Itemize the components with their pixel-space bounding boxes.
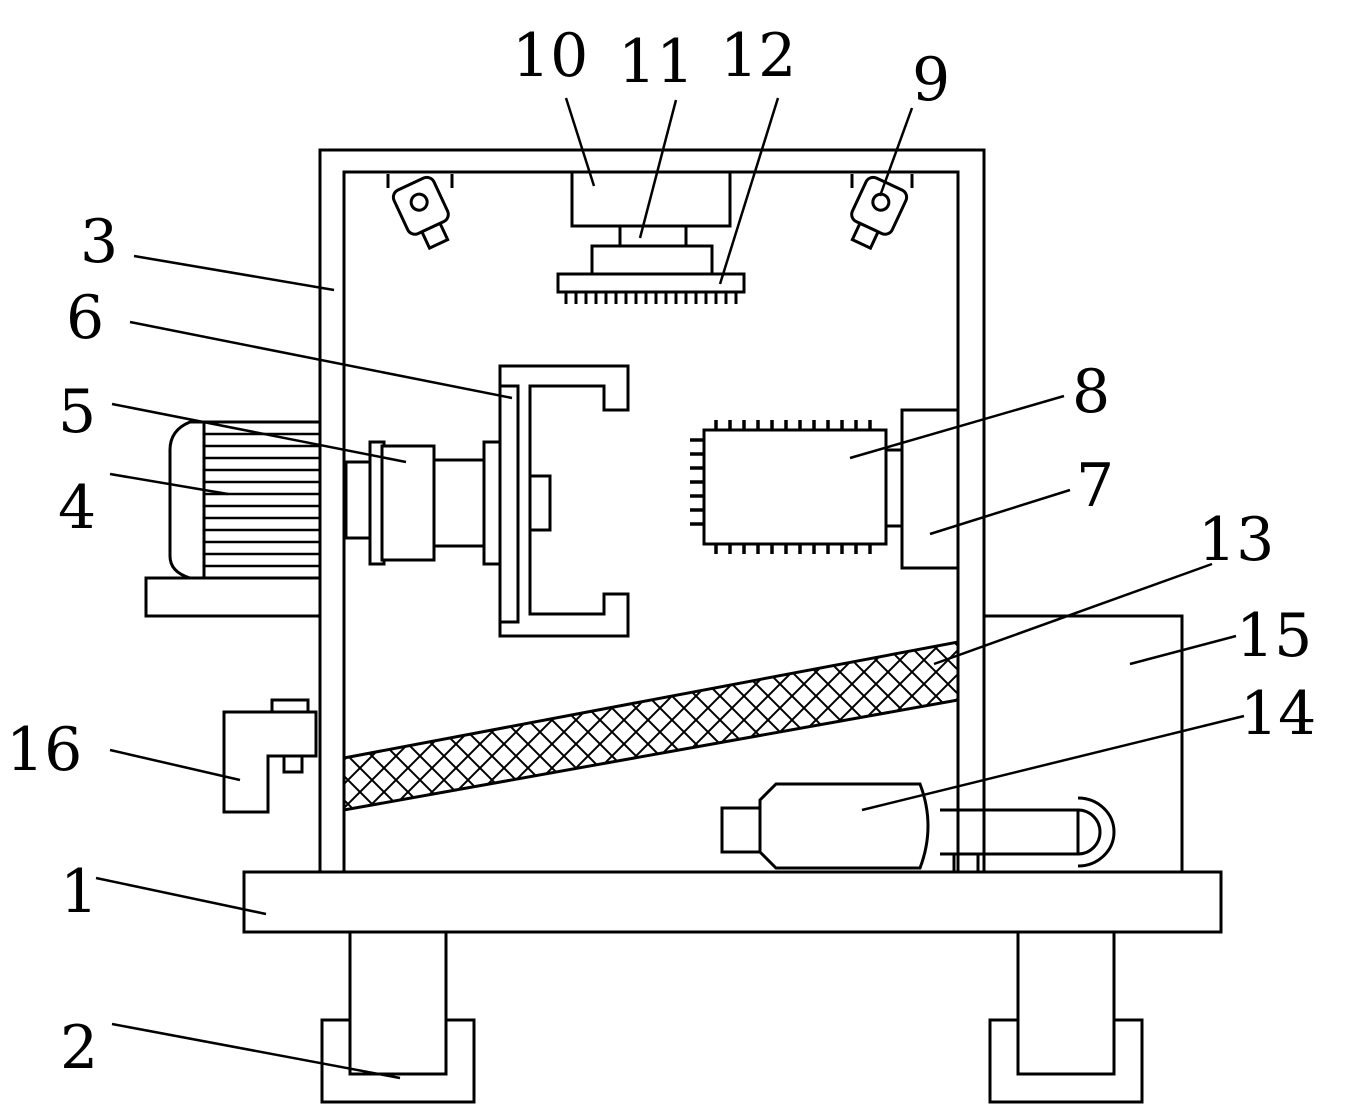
- label-5: 5: [58, 377, 96, 447]
- label-7: 7: [1076, 451, 1114, 521]
- label-16: 16: [6, 715, 82, 785]
- base-plate: [242, 870, 1223, 934]
- label-2: 2: [60, 1013, 98, 1083]
- top-shaft: [618, 224, 688, 248]
- right-leg: [988, 930, 1144, 1104]
- motor: [168, 420, 322, 580]
- label-12: 12: [720, 21, 796, 91]
- collection-box: [984, 614, 1184, 872]
- side-latch: [222, 698, 318, 814]
- label-13: 13: [1198, 505, 1274, 575]
- left-leg: [320, 930, 476, 1104]
- coupling: [344, 440, 502, 566]
- label-8: 8: [1072, 357, 1110, 427]
- brush-head: [556, 244, 746, 304]
- label-3: 3: [80, 207, 118, 277]
- label-6: 6: [66, 283, 104, 353]
- workpiece: [690, 420, 888, 554]
- right-fixture: [884, 408, 960, 570]
- label-1: 1: [60, 857, 98, 927]
- blower: [720, 782, 1116, 872]
- right-lamp: [850, 174, 914, 251]
- screen-mesh: [342, 640, 960, 812]
- label-14: 14: [1240, 679, 1316, 749]
- label-9: 9: [912, 45, 950, 115]
- left-lamp: [386, 174, 454, 251]
- leader-lines: [95, 97, 1245, 1080]
- label-11: 11: [618, 27, 694, 97]
- motor-mount-plate: [144, 576, 322, 618]
- label-10: 10: [512, 21, 588, 91]
- label-4: 4: [58, 473, 96, 543]
- clamp: [498, 364, 630, 638]
- label-15: 15: [1236, 601, 1312, 671]
